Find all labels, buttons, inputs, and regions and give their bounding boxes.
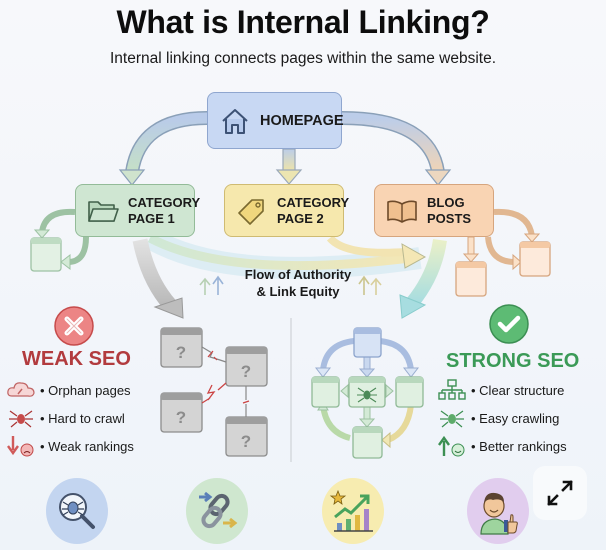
category2-line1: CATEGORY [277,194,350,210]
list-item: • Clear structure [437,376,567,404]
flow-line1: Flow of Authority [244,267,352,282]
weak-page: ? [160,392,203,433]
spider-icon [440,410,464,428]
strong-item-text: • Better rankings [471,438,567,454]
sitemap-icon [438,379,466,400]
page-subtitle: Internal linking connects pages within t… [110,50,496,67]
weak-item-text: • Orphan pages [40,382,131,398]
arrow-home-to-category1 [118,111,208,186]
svg-text:?: ? [176,343,186,362]
flow-up-arrows-right [358,275,382,295]
category1-subpages [30,208,89,272]
flow-line2: & Link Equity [256,284,340,299]
bottom-icon-user [467,478,529,544]
category1-line1: CATEGORY [128,194,201,210]
arrow-to-weak-network [132,238,184,319]
chain-link-arrows-icon [199,491,238,529]
blog-posts-node: BLOG POSTS [374,184,494,237]
strong-item-text: • Clear structure [471,382,565,398]
category2-line2: PAGE 2 [277,210,324,226]
weak-page: ? [225,346,268,387]
svg-text:?: ? [241,432,251,451]
growth-chart-icon [329,489,373,532]
weak-page: ? [225,416,268,457]
flow-of-authority-label: Flow of Authority & Link Equity [218,266,378,300]
strong-seo-list: • Clear structure • Easy crawling • Bett… [437,376,567,460]
category1-line2: PAGE 1 [128,210,175,226]
arrow-home-to-blog [341,111,452,186]
down-arrow-sad-icon [7,436,34,457]
expand-icon [547,480,573,506]
bottom-icon-growth [322,478,384,544]
person-thumbs-up-icon [480,492,518,535]
strong-page-network [311,327,424,459]
svg-text:?: ? [176,408,186,427]
category-page-2-node: CATEGORY PAGE 2 [224,184,349,237]
bottom-icon-crawl [46,478,108,544]
house-icon [222,108,248,134]
flow-up-arrows-left [199,275,224,295]
broken-link-cloud-icon [7,382,35,397]
page-title: What is Internal Linking? [116,4,490,40]
svg-text:?: ? [241,362,251,381]
bottom-icon-links [186,478,248,544]
list-item: • Orphan pages [6,376,134,404]
strong-item-text: • Easy crawling [471,410,560,426]
list-item: • Easy crawling [437,404,567,432]
arrow-home-to-category2 [275,148,303,185]
arrow-to-strong-network [399,238,447,319]
book-icon [387,200,417,223]
strong-seo-title: STRONG SEO [446,350,580,372]
homepage-label: HOMEPAGE [260,112,344,129]
weak-page-network: ? ? ? ? [160,327,268,457]
blog-line1: BLOG [427,194,465,210]
up-arrow-smile-icon [438,435,465,457]
blog-line2: POSTS [427,210,472,226]
weak-item-text: • Hard to crawl [40,410,125,426]
folder-icon [88,200,119,222]
tag-icon [238,198,264,225]
list-item: • Weak rankings [6,432,134,460]
homepage-node: HOMEPAGE [207,92,344,149]
weak-seo-list: • Orphan pages • Hard to crawl • Weak ra… [6,376,134,460]
list-item: • Better rankings [437,432,567,460]
weak-page: ? [160,327,203,368]
category-page-1-node: CATEGORY PAGE 1 [75,184,200,237]
spider-icon [357,387,377,403]
blog-subpages [455,208,551,297]
x-circle-icon [54,306,94,346]
weak-seo-title: WEAK SEO [22,348,131,370]
spider-web-icon [9,410,33,428]
bug-magnifier-icon [59,493,95,529]
weak-item-text: • Weak rankings [40,438,134,454]
arrow-flow-of-authority [144,228,427,279]
expand-button[interactable] [533,466,587,520]
check-circle-icon [489,304,529,344]
list-item: • Hard to crawl [6,404,134,432]
